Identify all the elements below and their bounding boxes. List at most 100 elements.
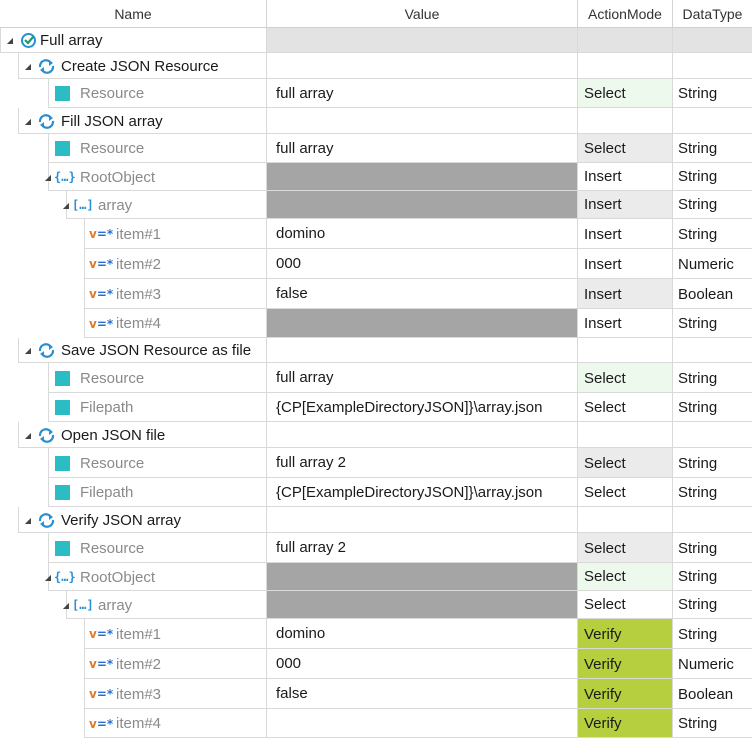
value-cell[interactable]: 000 — [267, 249, 578, 279]
name-cell[interactable] — [84, 679, 267, 709]
value-cell[interactable]: full array 2 — [267, 448, 578, 478]
value-cell[interactable]: domino — [267, 619, 578, 649]
value-cell[interactable] — [267, 191, 578, 219]
expand-toggle-icon[interactable]: ◢ — [24, 116, 32, 126]
action-mode-cell[interactable]: Select — [578, 79, 673, 108]
name-cell[interactable] — [48, 163, 267, 191]
data-type-cell[interactable]: Numeric — [673, 249, 752, 279]
value-cell[interactable]: domino — [267, 219, 578, 249]
name-cell[interactable] — [0, 28, 267, 53]
value-cell[interactable] — [267, 53, 578, 79]
action-mode-cell[interactable]: Insert — [578, 219, 673, 249]
test-step-row[interactable]: ◢Open JSON file — [0, 422, 752, 448]
expand-toggle-icon[interactable]: ◢ — [24, 61, 32, 71]
data-type-cell[interactable] — [673, 422, 752, 448]
action-mode-cell[interactable]: Select — [578, 363, 673, 393]
action-mode-cell[interactable]: Insert — [578, 191, 673, 219]
name-cell[interactable] — [48, 134, 267, 163]
action-mode-cell[interactable]: Verify — [578, 709, 673, 738]
data-type-cell[interactable]: String — [673, 563, 752, 591]
data-type-cell[interactable]: String — [673, 478, 752, 507]
parameter-row[interactable]: Filepath{CP[ExampleDirectoryJSON]}\array… — [0, 393, 752, 422]
action-mode-cell[interactable]: Verify — [578, 679, 673, 709]
data-type-cell[interactable]: String — [673, 591, 752, 619]
action-mode-cell[interactable]: Select — [578, 478, 673, 507]
action-mode-cell[interactable]: Select — [578, 563, 673, 591]
test-case-row[interactable]: ◢Full array — [0, 28, 752, 53]
action-mode-cell[interactable]: Insert — [578, 249, 673, 279]
action-mode-cell[interactable]: Select — [578, 448, 673, 478]
column-header-name[interactable]: Name — [0, 0, 267, 28]
name-cell[interactable] — [48, 563, 267, 591]
name-cell[interactable] — [48, 533, 267, 563]
data-type-cell[interactable] — [673, 338, 752, 363]
value-cell[interactable]: full array — [267, 134, 578, 163]
value-cell[interactable]: full array — [267, 363, 578, 393]
value-cell[interactable] — [267, 28, 578, 53]
action-mode-cell[interactable]: Verify — [578, 619, 673, 649]
name-cell[interactable] — [18, 338, 267, 363]
value-cell[interactable] — [267, 563, 578, 591]
value-cell[interactable]: false — [267, 279, 578, 309]
data-type-cell[interactable]: String — [673, 163, 752, 191]
value-cell[interactable] — [267, 422, 578, 448]
value-cell[interactable] — [267, 591, 578, 619]
action-mode-cell[interactable] — [578, 53, 673, 79]
action-mode-cell[interactable]: Select — [578, 134, 673, 163]
name-cell[interactable] — [84, 619, 267, 649]
data-type-cell[interactable]: String — [673, 309, 752, 338]
data-type-cell[interactable]: String — [673, 448, 752, 478]
name-cell[interactable] — [84, 249, 267, 279]
data-type-cell[interactable]: String — [673, 191, 752, 219]
value-cell[interactable]: {CP[ExampleDirectoryJSON]}\array.json — [267, 478, 578, 507]
name-cell[interactable] — [48, 448, 267, 478]
data-type-cell[interactable]: String — [673, 709, 752, 738]
data-type-cell[interactable] — [673, 53, 752, 79]
name-cell[interactable] — [48, 363, 267, 393]
data-type-cell[interactable] — [673, 507, 752, 533]
value-cell[interactable] — [267, 163, 578, 191]
name-cell[interactable] — [84, 219, 267, 249]
action-mode-cell[interactable] — [578, 338, 673, 363]
data-type-cell[interactable]: String — [673, 79, 752, 108]
action-mode-cell[interactable] — [578, 507, 673, 533]
action-mode-cell[interactable] — [578, 28, 673, 53]
data-type-cell[interactable]: String — [673, 393, 752, 422]
data-type-cell[interactable]: Boolean — [673, 679, 752, 709]
expand-toggle-icon[interactable]: ◢ — [62, 600, 70, 610]
test-step-row[interactable]: ◢Save JSON Resource as file — [0, 338, 752, 363]
name-cell[interactable] — [48, 478, 267, 507]
data-type-cell[interactable]: Numeric — [673, 649, 752, 679]
expand-toggle-icon[interactable]: ◢ — [24, 515, 32, 525]
value-cell[interactable]: false — [267, 679, 578, 709]
expand-toggle-icon[interactable]: ◢ — [44, 572, 52, 582]
value-cell[interactable]: full array — [267, 79, 578, 108]
expand-toggle-icon[interactable]: ◢ — [44, 172, 52, 182]
value-cell[interactable] — [267, 108, 578, 134]
name-cell[interactable] — [18, 507, 267, 533]
value-cell[interactable] — [267, 507, 578, 533]
action-mode-cell[interactable]: Select — [578, 393, 673, 422]
name-cell[interactable] — [84, 309, 267, 338]
action-mode-cell[interactable]: Insert — [578, 309, 673, 338]
expand-toggle-icon[interactable]: ◢ — [62, 200, 70, 210]
data-type-cell[interactable]: String — [673, 134, 752, 163]
data-type-cell[interactable] — [673, 28, 752, 53]
action-mode-cell[interactable]: Insert — [578, 279, 673, 309]
expand-toggle-icon[interactable]: ◢ — [24, 430, 32, 440]
name-cell[interactable] — [18, 422, 267, 448]
